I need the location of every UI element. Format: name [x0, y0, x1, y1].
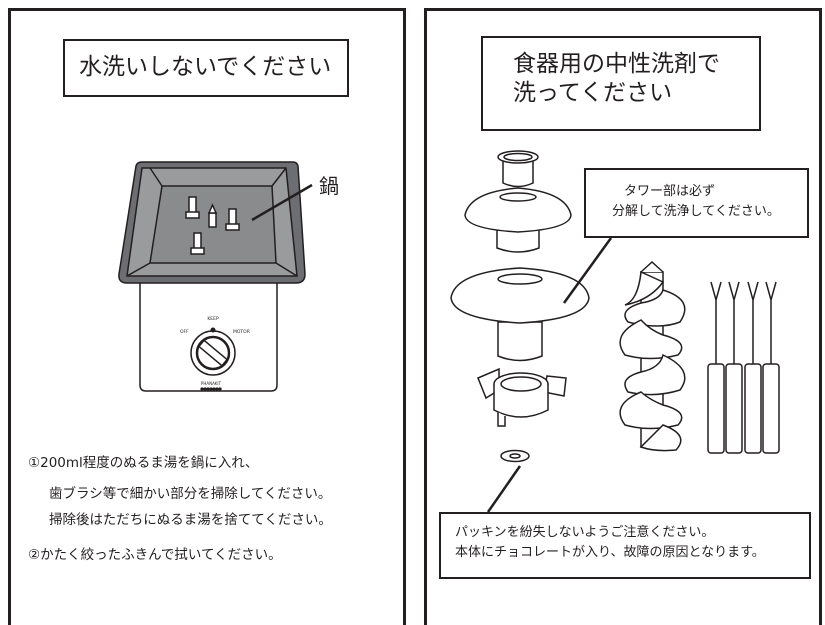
no-water-wash-title: 水洗いしないでください	[63, 39, 349, 97]
pot-label: 鍋	[319, 174, 339, 198]
title-line-2: 洗ってください	[513, 79, 673, 106]
upper-dome-illustration	[464, 187, 572, 253]
dial-off-label: OFF	[180, 329, 189, 335]
lower-dome-illustration	[450, 267, 590, 362]
instruction-step-1-line-3: 掃除後はただちにぬるま湯を捨ててください。	[49, 512, 332, 528]
neutral-detergent-title: 食器用の中性洗剤で 洗ってください	[481, 36, 761, 131]
instruction-step-1-line-2: 歯ブラシ等で細かい部分を掃除してください。	[49, 486, 332, 502]
fountain-base-illustration	[118, 161, 306, 392]
tower-leader-line	[562, 237, 613, 304]
gasket-note-line-1: パッキンを紛失しないようご注意ください。	[455, 525, 715, 540]
instruction-step-2: ②かたく絞ったふきんで拭いてください。	[28, 547, 282, 563]
collar-ring-illustration	[477, 367, 567, 427]
dial-motor-label: MOTOR	[233, 329, 250, 335]
title-line-1: 食器用の中性洗剤で	[513, 51, 720, 77]
instruction-step-1: ①200ml程度のぬるま湯を鍋に入れ、	[28, 455, 259, 471]
dial-keep-label: KEEP	[207, 316, 219, 322]
gasket-note: パッキンを紛失しないようご注意ください。 本体にチョコレートが入り、故障の原因と…	[439, 512, 811, 579]
auger-screw-illustration	[619, 260, 686, 452]
tower-top-cap-illustration	[497, 150, 539, 188]
dial-brand-label: PHANAKIT	[201, 381, 222, 386]
gasket-note-line-2: 本体にチョコレートが入り、故障の原因となります。	[455, 545, 765, 561]
forks-illustration	[707, 281, 780, 454]
tower-note-line-1: タワー部は必ず	[624, 184, 716, 199]
tower-note: タワー部は必ず 分解して洗浄してください。	[584, 168, 809, 238]
gasket-leader-line	[486, 465, 522, 513]
pot-leader-line	[251, 183, 313, 222]
gasket-illustration	[500, 449, 530, 463]
tower-note-line-2: 分解して洗浄してください。	[612, 204, 780, 220]
